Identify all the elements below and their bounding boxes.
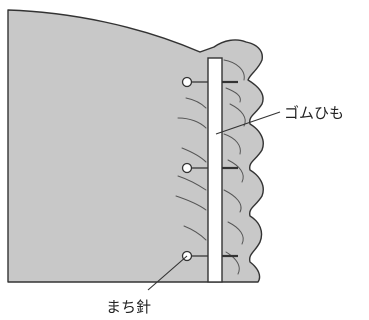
elastic-label: ゴムひも: [284, 104, 344, 122]
fabric-panel: [8, 10, 263, 282]
elastic-band: [208, 58, 222, 282]
pin-label: まち針: [106, 298, 151, 316]
